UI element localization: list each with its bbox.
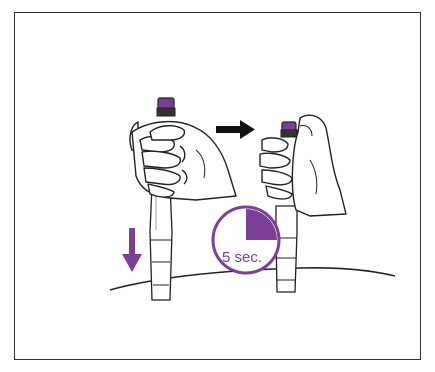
right-arrow-icon: [216, 120, 255, 139]
timer-wedge: [246, 209, 277, 240]
left-pen-body: [150, 185, 172, 300]
timer-label: 5 sec.: [222, 249, 262, 266]
down-arrow-icon: [122, 228, 142, 272]
stopwatch-icon: 5 sec.: [213, 207, 279, 273]
right-hand: [260, 115, 346, 216]
left-hand: [130, 122, 236, 200]
left-pen-cap: [157, 108, 175, 116]
